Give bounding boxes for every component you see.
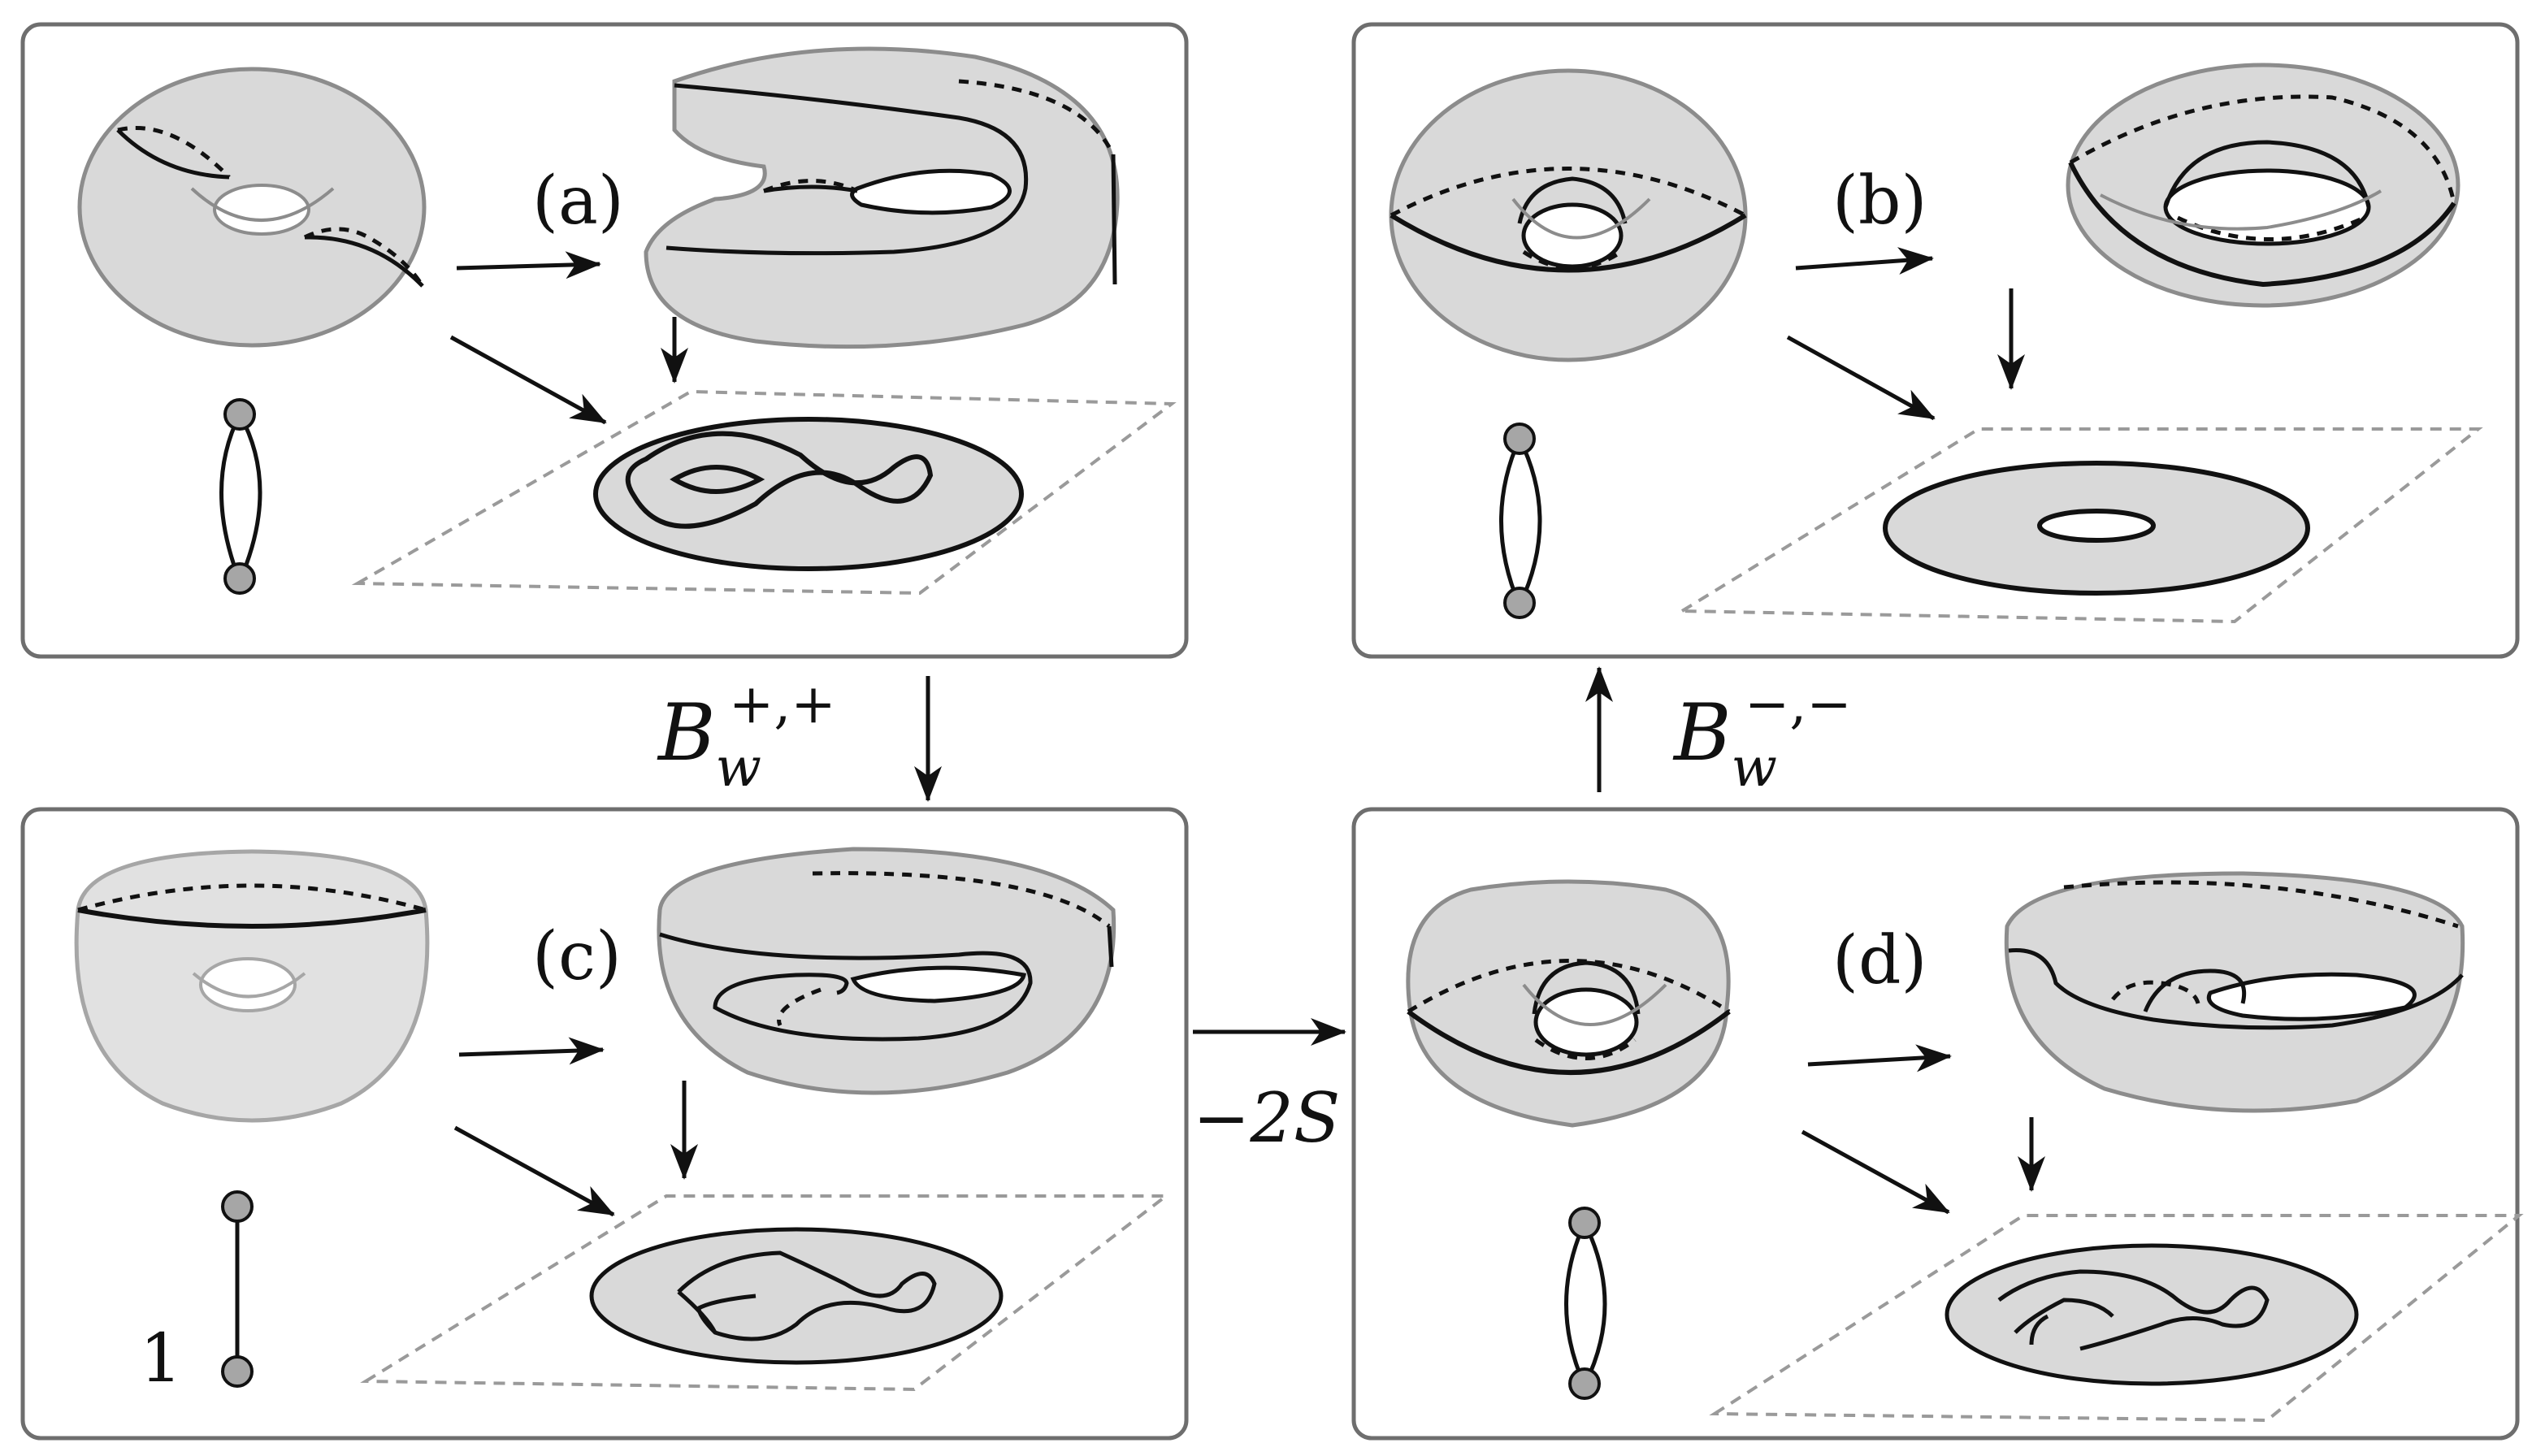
panel-d-graph <box>1564 1207 1607 1400</box>
panel-c-torus <box>74 849 430 1123</box>
connector-d-to-b: Bw−,− <box>1585 666 1852 799</box>
panel-b-torus <box>1389 68 1748 362</box>
panel-d-torus <box>1406 879 1731 1128</box>
connector-c-to-d: −2S <box>1193 1018 1346 1158</box>
panel-a-label: (a) <box>532 162 624 240</box>
connector-a-c-label: Bw+,+ <box>657 673 836 799</box>
arrow-right-icon <box>1795 247 1934 275</box>
panel-b-projection <box>1676 427 2483 624</box>
panel-c-edge-label: 1 <box>140 1320 182 1398</box>
arrow-diagonal-icon <box>1786 335 1936 421</box>
panel-a-surface <box>644 46 1120 349</box>
arrow-diagonal-icon <box>1801 1129 1950 1215</box>
panel-a: (a) <box>20 22 1189 659</box>
panel-d-surface <box>2004 871 2465 1113</box>
panel-b-graph <box>1499 422 1542 619</box>
panel-c-label: (c) <box>532 918 622 995</box>
panel-d: (d) <box>1351 807 2524 1441</box>
arrow-right-icon <box>1807 1044 1952 1072</box>
panel-a-torus <box>77 67 427 348</box>
connector-c-d-label: −2S <box>1193 1078 1340 1158</box>
arrow-diagonal-icon <box>449 335 607 425</box>
connector-a-to-c: Bw+,+ <box>657 673 942 802</box>
arrow-right-icon <box>456 251 601 280</box>
connector-d-b-label: Bw−,− <box>1672 673 1852 799</box>
panel-b: (b) <box>1351 22 2520 659</box>
panel-c-projection <box>360 1194 1171 1392</box>
panel-a-graph <box>219 398 262 595</box>
panel-d-label: (d) <box>1832 922 1927 999</box>
panel-a-projection <box>351 389 1177 596</box>
panel-b-label: (b) <box>1832 162 1927 240</box>
panel-d-projection <box>1709 1214 2524 1423</box>
panel-b-surface <box>2066 63 2460 308</box>
panel-c-graph <box>221 1190 254 1388</box>
panel-c: 1 (c) <box>20 807 1189 1441</box>
arrow-diagonal-icon <box>453 1125 615 1217</box>
arrow-right-icon <box>458 1037 605 1065</box>
panel-c-surface <box>657 847 1116 1095</box>
